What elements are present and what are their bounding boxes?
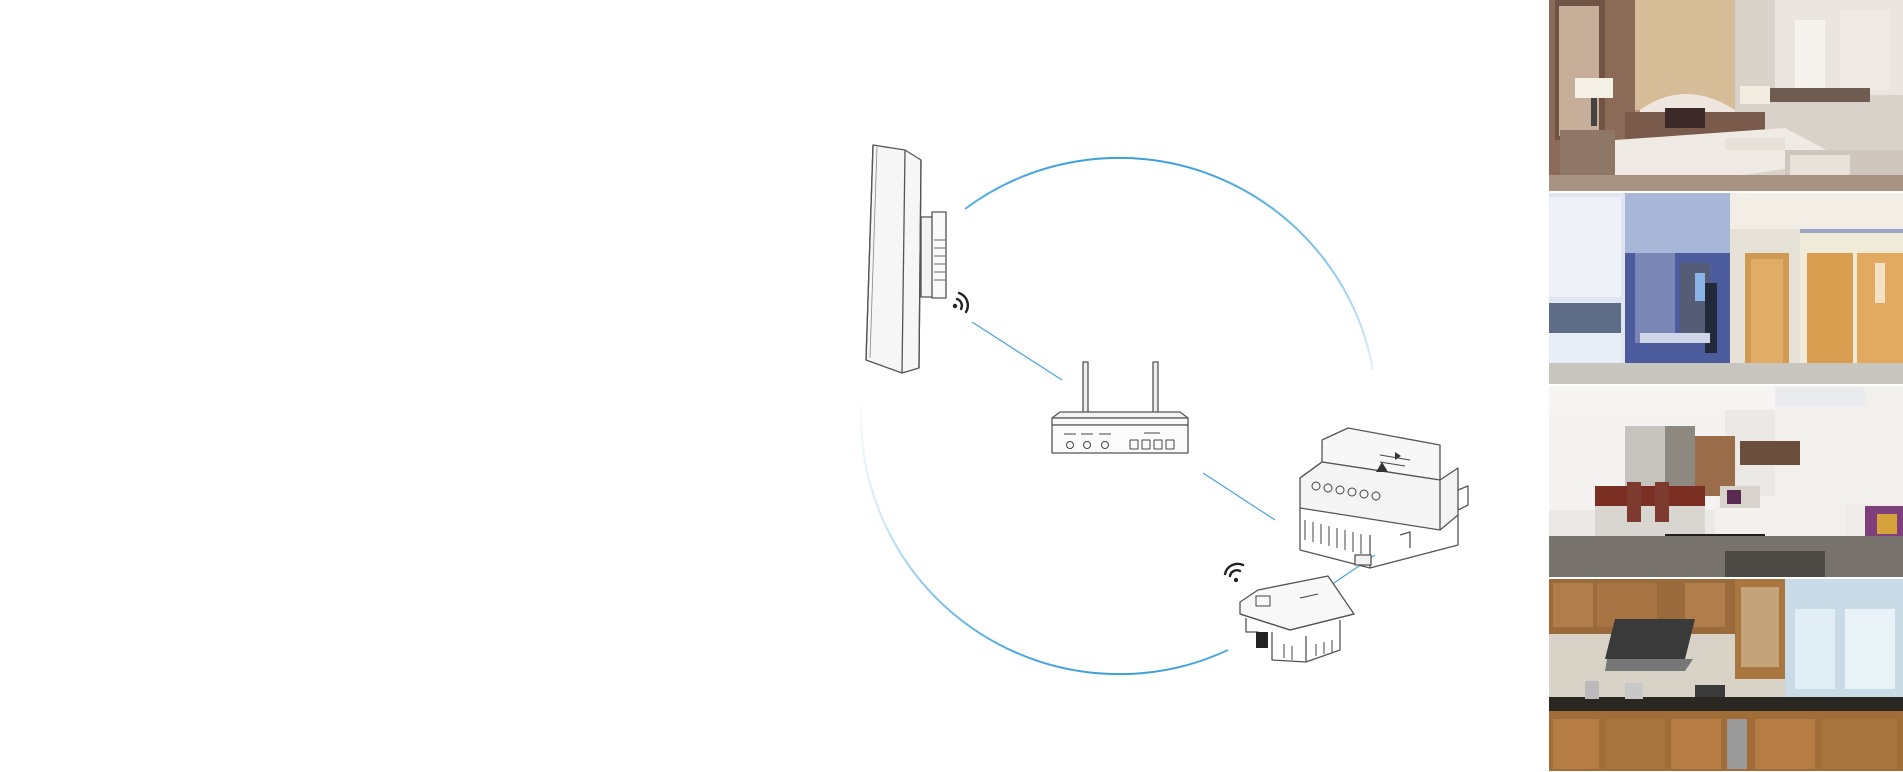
wall-panel-icon [865, 144, 947, 374]
link-router-controller [1202, 472, 1276, 521]
router-icon [1051, 361, 1189, 454]
bedroom-photo [1545, 0, 1903, 191]
photo-left-edge [1545, 193, 1549, 384]
link-panel-router [971, 321, 1063, 381]
din-module-icon [1299, 427, 1469, 569]
wifi-signal-icon [952, 291, 969, 314]
ring-arc-left [860, 394, 1229, 676]
connection-ring [860, 156, 1374, 676]
wifi-signal-icon [1223, 562, 1245, 583]
in-wall-module-icon [1239, 575, 1355, 663]
living-room-photo [1545, 386, 1903, 577]
room-photo-strip [1545, 0, 1903, 772]
ring-arc-top [964, 156, 1374, 371]
kitchen-photo [1545, 579, 1903, 771]
photo-left-edge [1545, 0, 1549, 191]
smart-home-network-diagram [860, 144, 1469, 676]
photo-left-edge [1545, 579, 1549, 771]
photo-left-edge [1545, 386, 1549, 577]
dining-hall-photo [1545, 193, 1903, 384]
